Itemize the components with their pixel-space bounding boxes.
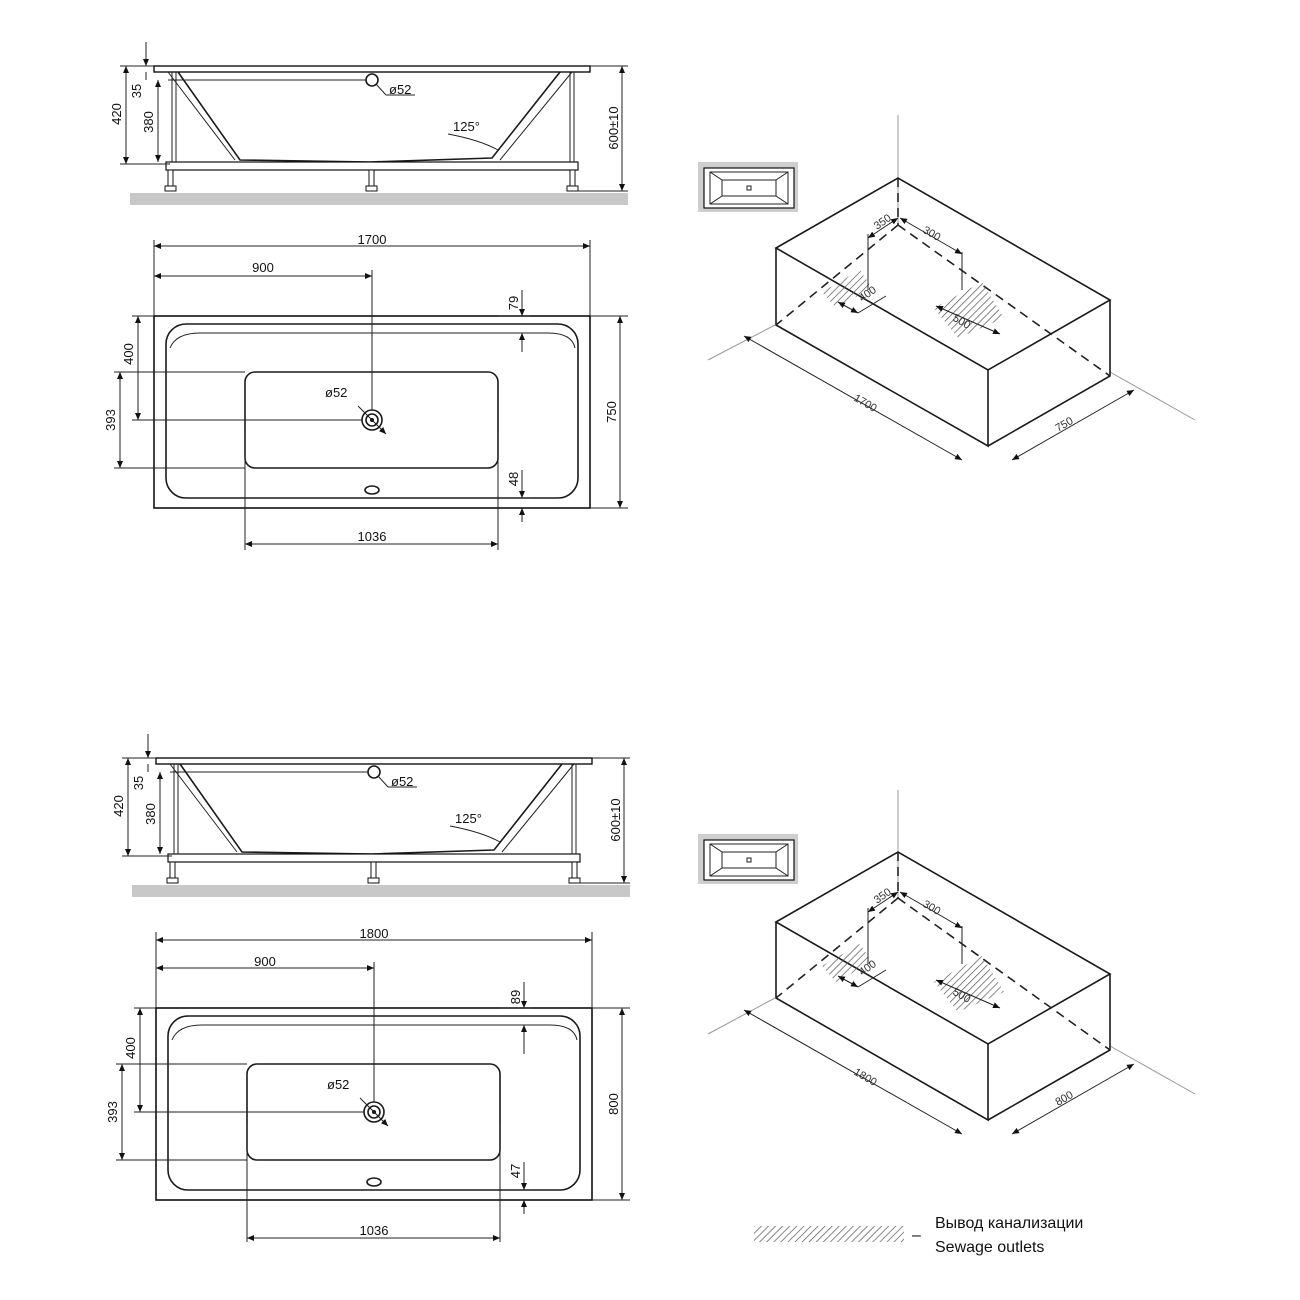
sewage-zone-1	[822, 270, 872, 308]
floor	[130, 193, 628, 205]
iso-len: 1700	[852, 392, 879, 415]
width-dim: 800	[606, 1093, 621, 1115]
drain-label: ø52	[389, 82, 411, 97]
iso-dim-a: 350	[872, 886, 894, 906]
rim-dim: 35	[131, 776, 146, 790]
top-dim: 89	[508, 990, 523, 1004]
length-dim: 1800	[360, 926, 389, 941]
depth-dim: 380	[143, 803, 158, 825]
isometric-view: 350 300 400 500 1700 750	[698, 115, 1196, 461]
top-dim: 79	[506, 296, 521, 310]
legend-label-en: Sewage outlets	[935, 1239, 1044, 1256]
drain-x-dim: 900	[254, 954, 276, 969]
drain-pointer	[375, 83, 387, 96]
floor-length-dim: 1036	[360, 1223, 389, 1238]
width-dim: 750	[604, 401, 619, 423]
isometric-view: 350 300 400 500 1800 800	[698, 790, 1196, 1135]
overflow	[364, 485, 380, 495]
plan-view: ø52 1700 900 750 79 48 400 393	[103, 232, 628, 550]
legend-dash: –	[912, 1227, 921, 1244]
iso-wid: 800	[1054, 1089, 1076, 1109]
total-height-dim: 600±10	[606, 106, 621, 149]
height-dim: 420	[109, 103, 124, 125]
variant-2: ø52 125° 420 35 380 600±10	[105, 734, 1196, 1242]
bottom-dim: 47	[508, 1164, 523, 1178]
box-hidden-edges	[775, 178, 1111, 377]
side-view: ø52 125° 420 35 380 600±10	[109, 42, 628, 205]
variant-1: ø52 125° 420 35 380 600±10	[103, 42, 1196, 550]
side-view: ø52 125° 420 35 380 600±10	[111, 734, 630, 897]
plan-drain-label: ø52	[327, 1077, 349, 1092]
height-dim: 420	[111, 795, 126, 817]
length-dim: 1700	[358, 232, 387, 247]
box-side	[987, 300, 1111, 447]
angle-leader	[447, 133, 499, 151]
rim-dim: 35	[129, 84, 144, 98]
legend-hatch-swatch	[754, 1226, 904, 1242]
floor-length-dim: 1036	[358, 529, 387, 544]
rim	[153, 65, 591, 73]
angle-label: 125°	[453, 119, 480, 134]
frame-base	[165, 161, 579, 171]
depth-dim: 380	[141, 111, 156, 133]
iso-len: 1800	[852, 1066, 879, 1089]
angle-label: 125°	[455, 811, 482, 826]
total-height-dim: 600±10	[608, 798, 623, 841]
plan-view: ø52 1800 900 800 89 47 400 393	[105, 926, 630, 1242]
bottom-dim: 48	[506, 472, 521, 486]
sewage-zone-1	[822, 944, 872, 982]
drain-x-dim: 900	[252, 260, 274, 275]
left-dim-2: 393	[105, 1101, 120, 1123]
plan-drain-label: ø52	[325, 385, 347, 400]
left-dim-1: 400	[123, 1037, 138, 1059]
box-front	[775, 248, 989, 448]
left-dim-1: 400	[121, 343, 136, 365]
floor	[132, 885, 630, 897]
drain-label: ø52	[391, 774, 413, 789]
iso-wid: 750	[1054, 415, 1076, 435]
headrest-line	[169, 332, 576, 349]
left-dim-2: 393	[103, 409, 118, 431]
tub-inner	[167, 71, 573, 161]
legend-label-ru: Вывод канализации	[935, 1215, 1083, 1232]
iso-dim-a: 350	[872, 212, 894, 232]
legend: – Вывод канализации Sewage outlets	[754, 1215, 1083, 1256]
